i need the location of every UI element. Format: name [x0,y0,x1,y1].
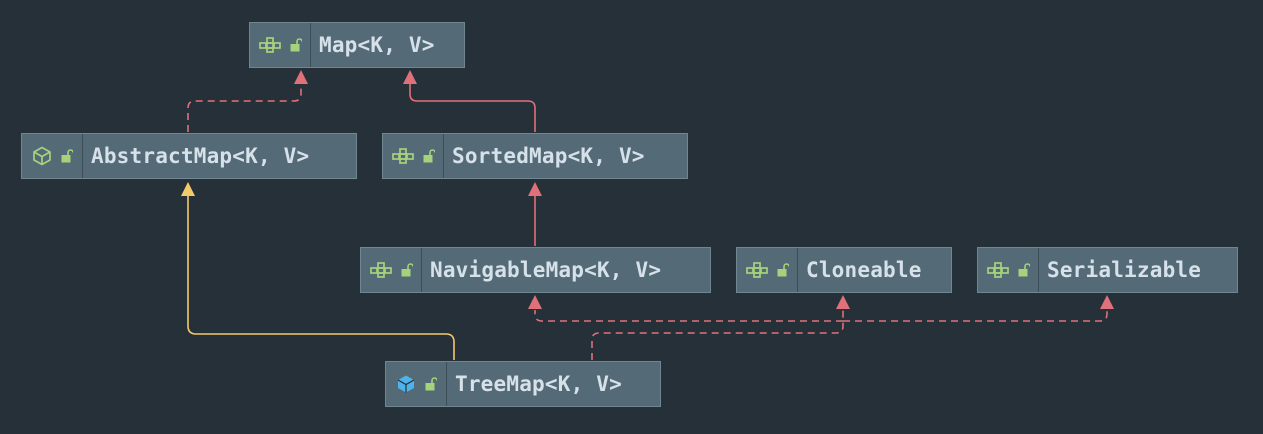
node-label: AbstractMap<K, V> [91,144,310,168]
edge-abstractmap-to-map-arrowhead [294,70,308,84]
node-sorted-map[interactable]: SortedMap<K, V> [382,133,688,179]
edge-treemap-to-abstractmap-arrowhead [181,182,195,196]
unlock-icon [290,38,302,52]
node-map[interactable]: Map<K, V> [249,22,465,68]
node-label: NavigableMap<K, V> [430,258,662,282]
unlock-icon [423,149,435,163]
node-icons [737,248,798,292]
interface-icon [986,262,1009,278]
node-label: Map<K, V> [319,33,435,57]
node-navigable-map[interactable]: NavigableMap<K, V> [360,247,711,293]
unlock-icon [401,263,413,277]
node-icons [383,134,444,178]
node-cloneable[interactable]: Cloneable [736,247,952,293]
node-icons [978,248,1039,292]
unlock-icon [61,149,73,163]
node-icons [386,362,447,406]
edge-treemap-to-abstractmap [187,196,455,360]
node-serializable[interactable]: Serializable [977,247,1238,293]
unlock-icon [777,263,789,277]
class-icon [396,374,416,394]
unlock-icon [425,377,437,391]
node-tree-map[interactable]: TreeMap<K, V> [385,361,661,407]
node-label: Cloneable [806,258,922,282]
interface-icon [258,37,281,53]
edge-treemap-to-navigablemap [534,310,843,322]
node-icons [361,248,422,292]
interface-icon [391,148,414,164]
node-icons [250,23,311,67]
edge-sortedmap-to-map-arrowhead [403,70,417,84]
edge-treemap-to-cloneable [591,310,844,360]
node-icons [22,134,83,178]
edge-treemap-to-cloneable-arrowhead [836,295,850,309]
edge-treemap-to-serializable [843,310,1108,322]
node-label: Serializable [1047,258,1202,282]
edge-abstractmap-to-map [187,84,302,132]
edge-treemap-to-navigablemap-arrowhead [528,295,542,309]
node-label: SortedMap<K, V> [452,144,645,168]
edge-sortedmap-to-map [409,84,536,132]
edge-navigablemap-to-sortedmap-arrowhead [528,182,542,196]
interface-icon [369,262,392,278]
interface-icon [745,262,768,278]
node-abstract-map[interactable]: AbstractMap<K, V> [21,133,357,179]
node-label: TreeMap<K, V> [455,372,622,396]
abstract-class-icon [32,146,52,166]
unlock-icon [1018,263,1030,277]
edge-treemap-to-serializable-arrowhead [1100,295,1114,309]
